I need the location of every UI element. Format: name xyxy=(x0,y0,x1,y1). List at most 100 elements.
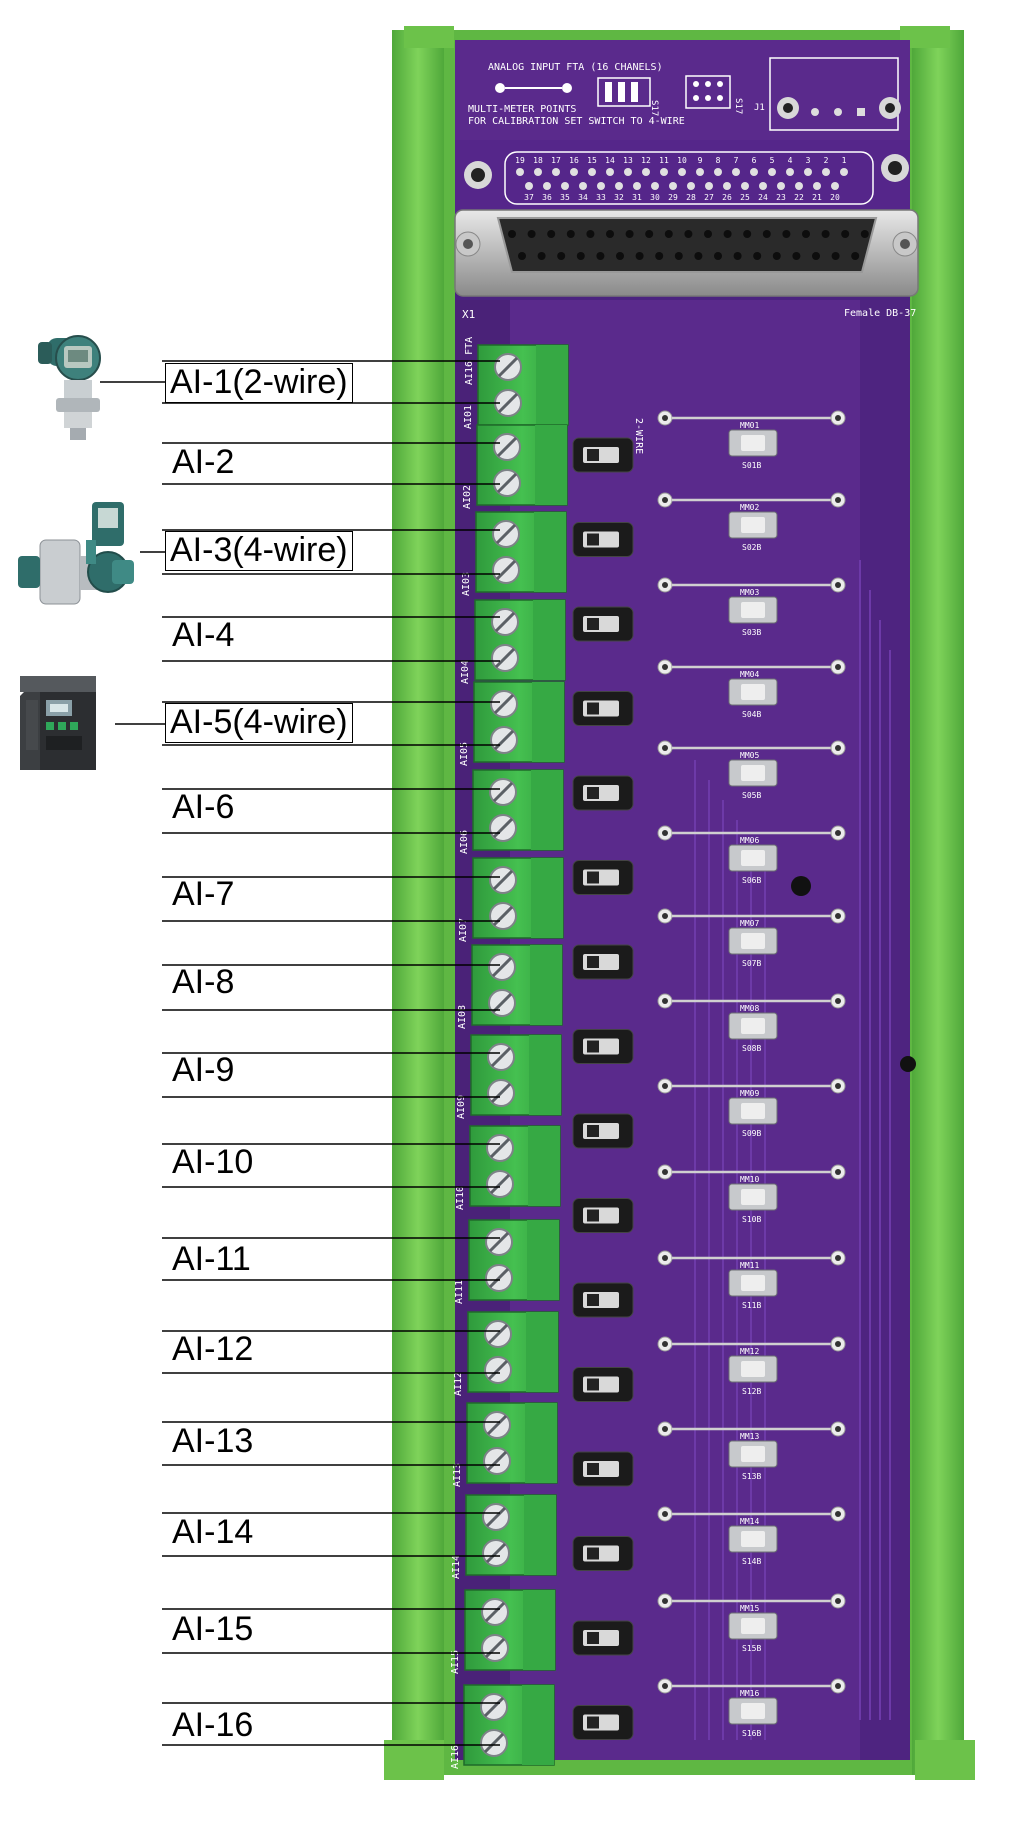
switch-label: S08B xyxy=(742,1044,761,1053)
calibration-push-button[interactable] xyxy=(728,1440,778,1468)
pin-number: 37 xyxy=(524,193,534,202)
pin-number: 31 xyxy=(632,193,642,202)
board-note-line2: FOR CALIBRATION SET SWITCH TO 4-WIRE xyxy=(468,116,685,127)
switch-label: S02B xyxy=(742,543,761,552)
mode-slide-switch[interactable] xyxy=(572,606,634,642)
pin-number: 27 xyxy=(704,193,714,202)
channel-leader xyxy=(100,360,500,404)
terminal-silk-label: AI07 xyxy=(458,918,469,942)
switch-label: S07B xyxy=(742,959,761,968)
channel-label-11: AI-11 xyxy=(172,1240,251,1278)
calibration-push-button[interactable] xyxy=(728,1697,778,1725)
calibration-push-button[interactable] xyxy=(728,1355,778,1383)
calibration-push-button[interactable] xyxy=(728,844,778,872)
mode-slide-switch[interactable] xyxy=(572,944,634,980)
calibration-push-button[interactable] xyxy=(728,927,778,955)
calibration-push-button[interactable] xyxy=(728,511,778,539)
terminal-block xyxy=(471,944,563,1026)
channel-leader xyxy=(162,1143,500,1188)
pin-number: 34 xyxy=(578,193,588,202)
mm-label: MM15 xyxy=(740,1604,759,1613)
mode-slide-switch[interactable] xyxy=(572,1451,634,1487)
mode-slide-switch[interactable] xyxy=(572,775,634,811)
mode-slide-switch[interactable] xyxy=(572,1029,634,1064)
pin-number: 9 xyxy=(698,156,703,165)
terminal-silk-label: AI11 xyxy=(454,1280,465,1304)
mm-label: MM01 xyxy=(740,421,759,430)
mode-slide-switch[interactable] xyxy=(572,1367,634,1402)
mode-slide-switch[interactable] xyxy=(572,1705,634,1740)
calibration-push-button[interactable] xyxy=(728,678,778,706)
pin-number: 8 xyxy=(716,156,721,165)
s-label: S17 xyxy=(649,100,659,116)
terminal-block xyxy=(472,857,564,939)
channel-leader xyxy=(162,1330,500,1374)
pin-number: 18 xyxy=(533,156,543,165)
calibration-push-button[interactable] xyxy=(728,596,778,624)
mode-slide-switch[interactable] xyxy=(572,1198,634,1233)
pin-number: 19 xyxy=(515,156,525,165)
calibration-push-button[interactable] xyxy=(728,759,778,787)
mode-slide-switch[interactable] xyxy=(572,1113,634,1149)
mode-slide-switch[interactable] xyxy=(572,1282,634,1318)
channel-leader xyxy=(162,1421,500,1466)
switch-label: S04B xyxy=(742,710,761,719)
pin-number: 22 xyxy=(794,193,804,202)
channel-label-14: AI-14 xyxy=(172,1513,254,1551)
mm-label: MM05 xyxy=(740,751,759,760)
channel-label-8: AI-8 xyxy=(172,963,235,1001)
mode-slide-switch[interactable] xyxy=(572,1620,634,1656)
mode-slide-switch[interactable] xyxy=(572,860,634,895)
calibration-push-button[interactable] xyxy=(728,1525,778,1553)
terminal-silk-label: AI04 xyxy=(460,660,471,684)
mm-label: MM13 xyxy=(740,1432,759,1441)
pin-number: 3 xyxy=(806,156,811,165)
channel-leader-lines xyxy=(100,360,500,1746)
switch-label: S12B xyxy=(742,1387,761,1396)
calibration-push-button[interactable] xyxy=(728,1012,778,1040)
calibration-push-button[interactable] xyxy=(728,1269,778,1297)
mode-slide-switch[interactable] xyxy=(572,1536,634,1571)
slide-switches xyxy=(572,437,634,1740)
channel-label-16: AI-16 xyxy=(172,1706,254,1744)
mode-slide-switch[interactable] xyxy=(572,437,634,473)
calibration-push-button[interactable] xyxy=(728,429,778,457)
calibration-push-button[interactable] xyxy=(728,1097,778,1125)
connector-type-label: Female DB-37 xyxy=(844,308,916,319)
calibration-push-button[interactable] xyxy=(728,1612,778,1640)
mode-slide-switch[interactable] xyxy=(572,522,634,557)
terminal-block xyxy=(468,1219,560,1301)
switch-label: S11B xyxy=(742,1301,761,1310)
channel-leader xyxy=(115,701,500,746)
pin-number: 16 xyxy=(569,156,579,165)
pin-number: 11 xyxy=(659,156,669,165)
calibration-push-button[interactable] xyxy=(728,1183,778,1211)
mode-slide-switch[interactable] xyxy=(572,691,634,726)
pin-number: 13 xyxy=(623,156,633,165)
switch-label: S16B xyxy=(742,1729,761,1738)
channel-leader xyxy=(162,788,500,834)
terminal-block xyxy=(466,1402,558,1484)
channel-label-10: AI-10 xyxy=(172,1143,254,1181)
terminal-silk-label: AI15 xyxy=(450,1650,461,1674)
terminal-silk-label: AI09 xyxy=(456,1095,467,1119)
pin-number: 36 xyxy=(542,193,552,202)
